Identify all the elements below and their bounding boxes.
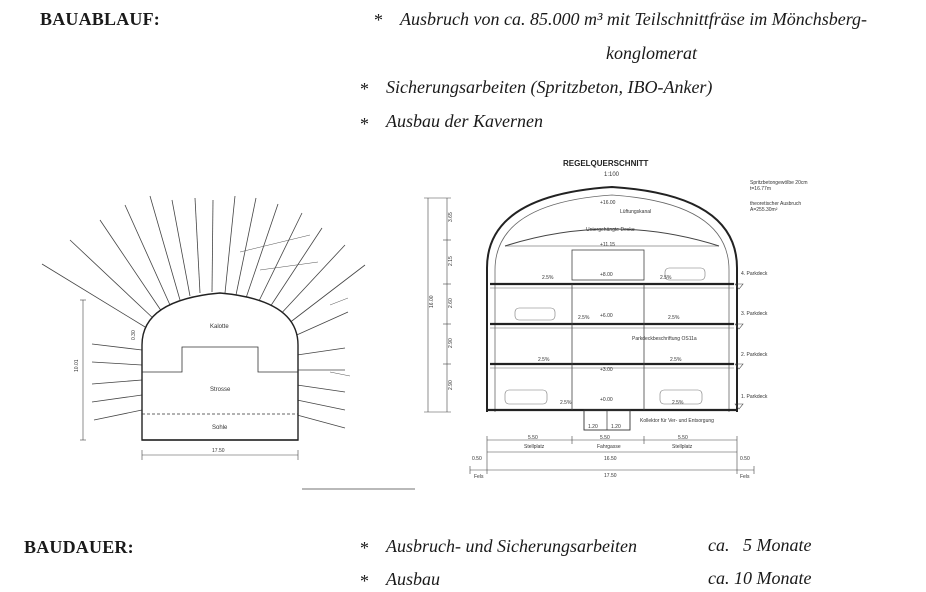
bauablauf-item-1-line2: konglomerat — [606, 43, 697, 63]
baudauer-heading: BAUDAUER: — [24, 537, 134, 557]
dim-w-full: 17.50 — [604, 473, 617, 479]
label-fels-right: Fels — [740, 474, 750, 480]
slope-label: 2.5% — [660, 275, 672, 281]
deck-label: 3. Parkdeck — [741, 311, 768, 317]
dim-kollektor-2: 1.20 — [611, 424, 621, 430]
callout-area: A=255.30m² — [750, 207, 778, 213]
slope-label: 2.5% — [542, 275, 554, 281]
height-dim: 2.60 — [448, 298, 454, 308]
dim-w-total: 16.50 — [604, 456, 617, 462]
slope-label: 2.5% — [538, 357, 550, 363]
callout-ausbruch: theoretischer Ausbruch — [750, 201, 801, 207]
baudauer-item-1: Ausbruch- und Sicherungsarbeiten — [386, 536, 637, 556]
slope-label: 2.5% — [672, 400, 684, 406]
baudauer-item-2: Ausbau — [386, 569, 440, 589]
bullet-star: * — [374, 10, 383, 30]
slope-label: 2.5% — [668, 315, 680, 321]
dim-edge-right: 0.50 — [740, 456, 750, 462]
dim-w-mid: 5.50 — [600, 435, 610, 441]
height-dim: 2.15 — [448, 256, 454, 266]
callout-thickness: t=16.77m — [750, 186, 771, 192]
drawing-scale: 1:100 — [604, 172, 620, 178]
height-dim: 3.65 — [448, 212, 454, 222]
height-dim: 2.90 — [448, 380, 454, 390]
bullet-star: * — [360, 538, 369, 558]
height-dim: 2.90 — [448, 338, 454, 348]
drawing-title: REGELQUERSCHNITT — [563, 159, 648, 168]
baudauer-item-2-duration: ca. 10 Monate — [708, 568, 812, 588]
dim-width: 17.50 — [212, 448, 225, 454]
elevation: +0.00 — [600, 397, 613, 403]
dim-edge-left: 0.50 — [472, 456, 482, 462]
deck-label: 4. Parkdeck — [741, 271, 768, 277]
deck-label: 1. Parkdeck — [741, 394, 768, 400]
bullet-star: * — [360, 571, 369, 591]
dim-w-right: 5.50 — [678, 435, 688, 441]
slope-label: 2.5% — [560, 400, 572, 406]
bauablauf-item-1-line1: Ausbruch von ca. 85.000 m³ mit Teilschni… — [400, 9, 868, 29]
callout-spritzbeton: Spritzbetongewölbe 20cm — [750, 180, 808, 186]
slope-label: 2.5% — [578, 315, 590, 321]
bullet-star: * — [360, 114, 369, 134]
callout-kollektor: Kollektor für Ver- und Entsorgung — [640, 418, 714, 424]
bauablauf-heading: BAUABLAUF: — [40, 9, 161, 29]
bauablauf-item-3: Ausbau der Kavernen — [386, 111, 543, 131]
dim-kollektor-1: 1.20 — [588, 424, 598, 430]
bullet-star: * — [360, 79, 369, 99]
elevation: +8.00 — [600, 272, 613, 278]
label-fahrgasse: Fahrgasse — [597, 444, 621, 450]
label-fels-left: Fels — [474, 474, 484, 480]
label-stellplatz-right: Stellplatz — [672, 444, 693, 450]
elevation: +3.00 — [600, 367, 613, 373]
slope-label: 2.5% — [670, 357, 682, 363]
callout-lueftung: Lüftungskanal — [620, 209, 651, 215]
height-dim-total: 16.00 — [429, 295, 435, 308]
bauablauf-item-2: Sicherungsarbeiten (Spritzbeton, IBO-Ank… — [386, 77, 713, 97]
callout-parkleit: Parkdeckbeschriftung OS11a — [632, 336, 697, 342]
elevation: +16.00 — [600, 200, 616, 206]
label-sohle: Sohle — [212, 425, 228, 431]
baudauer-item-1-duration: ca. 5 Monate — [708, 535, 812, 555]
dim-height: 10.01 — [74, 359, 80, 372]
callout-decke: Untergehängte Decke — [586, 227, 635, 233]
label-strosse: Strosse — [210, 387, 231, 393]
dim-top: 0.30 — [131, 330, 137, 340]
elevation: +11.15 — [600, 242, 615, 248]
label-stellplatz-left: Stellplatz — [524, 444, 545, 450]
deck-label: 2. Parkdeck — [741, 352, 768, 358]
elevation: +6.00 — [600, 313, 613, 319]
label-kalotte: Kalotte — [210, 324, 229, 330]
dim-w-left: 5.50 — [528, 435, 538, 441]
